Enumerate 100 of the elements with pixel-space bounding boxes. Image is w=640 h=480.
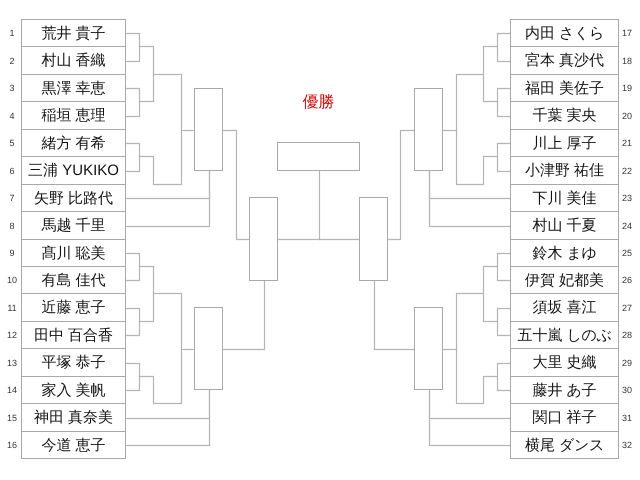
result-box	[194, 307, 223, 390]
bracket-line	[222, 280, 266, 350]
bracket-line	[496, 100, 511, 118]
entry-number: 4	[10, 110, 14, 120]
bracket-line	[125, 170, 210, 228]
bracket-line	[456, 292, 484, 350]
player-name: 神田 真奈美	[34, 409, 114, 426]
entry-number: 3	[10, 83, 14, 93]
player-name: 有島 佳代	[41, 272, 106, 288]
player-name: 川上 厚子	[532, 134, 597, 152]
entry-number: 18	[622, 56, 632, 66]
player-name: 千葉 実央	[532, 107, 597, 124]
bracket-line	[496, 142, 511, 158]
bracket-line	[318, 238, 360, 240]
result-box	[414, 307, 443, 390]
entry-number: 16	[7, 440, 17, 450]
bracket-line	[482, 292, 498, 322]
entry-number: 13	[7, 358, 17, 368]
bracket-line	[180, 348, 195, 350]
entry-number: 6	[10, 166, 14, 176]
entry-number: 5	[10, 138, 14, 148]
entry-number: 21	[622, 138, 632, 148]
bracket-line	[428, 170, 511, 228]
entry-number: 19	[622, 83, 632, 93]
entry-number: 27	[622, 302, 632, 312]
entry-number: 8	[10, 220, 14, 230]
bracket-line	[374, 280, 415, 350]
bracket-line	[496, 252, 511, 268]
bracket-line	[138, 74, 154, 102]
player-name: 鈴木 まゆ	[532, 244, 597, 262]
bracket-line	[428, 389, 511, 446]
bracket-line	[125, 142, 140, 158]
entry-number: 20	[622, 110, 632, 120]
entry-number: 22	[622, 166, 632, 176]
player-name: 小津野 祐佳	[524, 162, 604, 179]
entry-number: 10	[7, 275, 17, 285]
player-name: 馬越 千里	[41, 217, 106, 234]
champion-label: 優勝	[302, 94, 334, 112]
entry-number: 1	[10, 28, 14, 38]
player-name: 藤井 あ子	[532, 382, 597, 398]
player-name: 下川 美佳	[532, 190, 597, 206]
entry-number: 28	[622, 330, 632, 340]
bracket-line	[387, 130, 415, 240]
bracket-line	[125, 320, 140, 336]
entry-number: 23	[622, 193, 632, 203]
entry-number: 17	[622, 28, 632, 38]
entry-number: 7	[10, 193, 14, 203]
result-box	[359, 197, 388, 281]
result-box	[249, 197, 278, 281]
bracket-line	[138, 46, 154, 76]
player-name: 平塚 恭子	[41, 354, 106, 371]
player-name: 髙川 聡美	[41, 244, 106, 262]
entry-number: 2	[10, 56, 14, 66]
bracket-line	[496, 88, 511, 102]
bracket-line	[125, 308, 140, 322]
entry-number: 29	[622, 358, 632, 368]
entry-number: 9	[10, 248, 14, 258]
bracket-line	[482, 266, 498, 294]
bracket-line	[496, 32, 511, 48]
bracket-line	[496, 266, 511, 282]
player-name: 須坂 喜江	[532, 299, 597, 316]
player-name: 田中 百合香	[34, 326, 114, 344]
player-name: 緒方 有希	[41, 134, 106, 152]
bracket-line	[496, 156, 511, 172]
result-box	[194, 88, 223, 171]
bracket-line	[496, 320, 511, 336]
entry-number: 12	[7, 330, 17, 340]
player-name: 関口 祥子	[532, 409, 597, 426]
player-name: 今道 恵子	[41, 436, 106, 454]
bracket-line	[496, 308, 511, 322]
bracket-line	[125, 252, 140, 268]
bracket-line	[180, 130, 195, 132]
player-name: 近藤 恵子	[41, 299, 106, 316]
bracket-line	[125, 32, 140, 48]
bracket-line	[125, 362, 140, 378]
bracket-line	[482, 46, 498, 76]
bracket-line	[125, 46, 140, 62]
entry-number: 26	[622, 275, 632, 285]
bracket-line	[442, 348, 458, 350]
player-name: 三浦 YUKIKO	[28, 162, 119, 179]
player-name: 横尾 ダンス	[524, 436, 604, 454]
entry-number: 15	[7, 412, 17, 422]
player-name: 福田 美佐子	[524, 80, 604, 96]
bracket-line	[456, 74, 484, 132]
bracket-line	[138, 130, 182, 186]
bracket-line	[138, 292, 154, 322]
bracket-line	[125, 266, 140, 282]
player-name: 宮本 真沙代	[524, 52, 604, 69]
bracket-line	[456, 130, 498, 186]
player-name: 内田 さくら	[524, 24, 604, 42]
bracket-line	[318, 170, 320, 240]
bracket-line	[496, 362, 511, 378]
entry-number: 24	[622, 220, 632, 230]
player-name: 大里 史織	[532, 354, 597, 371]
bracket-line	[125, 376, 140, 392]
entry-number: 25	[622, 248, 632, 258]
bracket-line	[222, 130, 250, 240]
player-name: 五十嵐 しのぶ	[517, 326, 612, 344]
bracket-line	[277, 238, 320, 240]
bracket-line	[125, 156, 140, 172]
